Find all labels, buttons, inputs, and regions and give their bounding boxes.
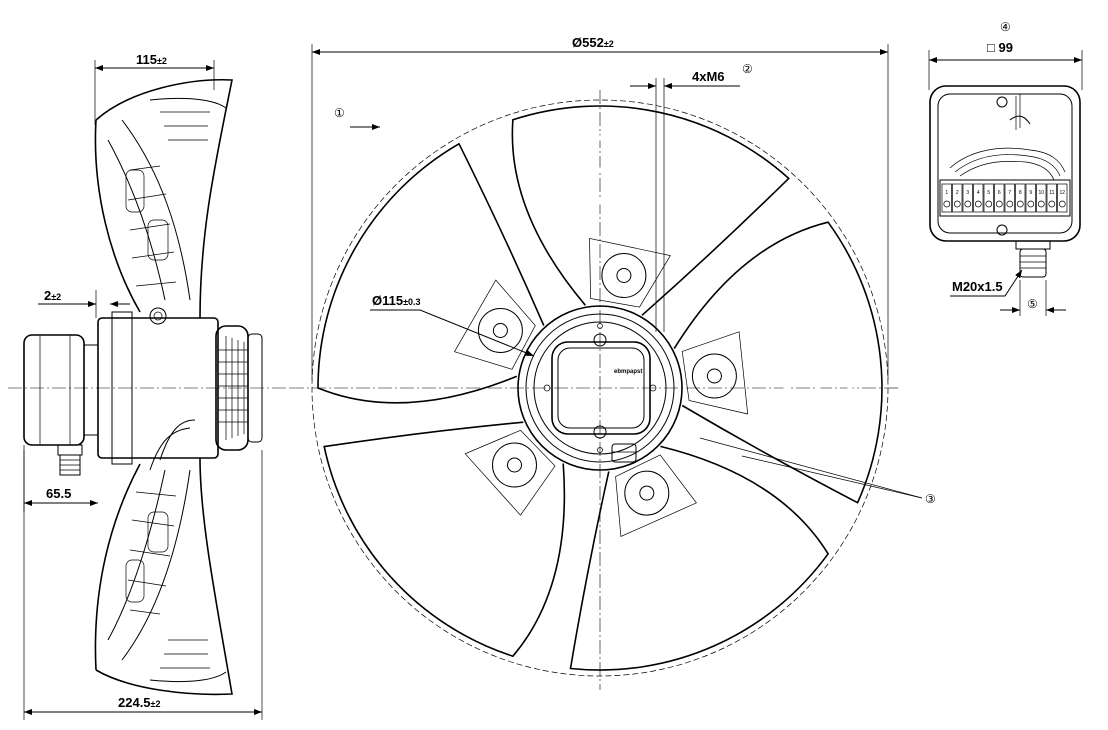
dim-tolerance: ±2 — [151, 699, 161, 709]
hub-logo: ebmpapst — [614, 369, 642, 375]
dim-label: Ø115 — [372, 293, 403, 308]
terminal-box-outline — [929, 85, 1081, 242]
dim-label: 4xM6 — [692, 69, 725, 84]
terminal-number: 9 — [1029, 190, 1032, 196]
airflow-arrow: ① — [334, 106, 380, 130]
callout-holes: ② — [742, 62, 753, 76]
terminal-number: 2 — [956, 190, 959, 196]
terminal-number: 5 — [987, 190, 990, 196]
callout-airflow: ① — [334, 106, 345, 120]
fan-blade — [569, 445, 830, 671]
side-view: 115±2 2±2 65.5 224.5±2 — [8, 52, 290, 720]
svg-text:Ø115±0.3: Ø115±0.3 — [372, 293, 421, 308]
svg-text:224.5±2: 224.5±2 — [118, 695, 161, 710]
dim-cable-gland: M20x1.5 — [952, 279, 1003, 294]
dim-tolerance: ±2 — [604, 39, 614, 49]
terminal-number: 10 — [1039, 190, 1045, 196]
front-view: ebmpapst Ø552±2 4xM6 ② Ø115±0.3 — [290, 35, 936, 690]
fan-blade — [673, 221, 883, 504]
dim-label: Ø552 — [572, 35, 604, 50]
dim-side-offset: 2±2 — [38, 288, 130, 318]
fan-blade — [511, 105, 790, 316]
terminal-strip — [939, 179, 1071, 217]
terminal-cell: 7 — [1004, 183, 1015, 213]
side-blade-upper — [94, 78, 233, 325]
dim-label: 2 — [44, 288, 51, 303]
dim-mount-holes: 4xM6 ② — [630, 62, 753, 332]
dim-side-total: 224.5±2 — [23, 450, 263, 720]
terminal-number: 12 — [1060, 190, 1066, 196]
terminal-number: 11 — [1049, 190, 1054, 196]
side-terminal-box — [23, 334, 85, 446]
dim-side-depth: 115±2 — [94, 52, 215, 125]
terminal-number: 3 — [966, 190, 969, 196]
terminal-number: 7 — [1008, 190, 1011, 196]
dim-label: 65.5 — [46, 486, 71, 501]
dim-fan-diameter: Ø552±2 — [311, 35, 889, 380]
callout-weights-leader: ③ — [699, 437, 936, 506]
fan-envelope-circle — [311, 99, 889, 677]
terminal-cell: 10 — [1036, 183, 1047, 213]
dim-tolerance: ±0.3 — [403, 297, 420, 307]
terminal-cell: 1 — [941, 183, 952, 213]
terminal-cell: 6 — [994, 183, 1005, 213]
dim-tolerance: ±2 — [157, 56, 167, 66]
terminal-cell: 11 — [1046, 183, 1057, 213]
fan-blade — [323, 421, 566, 658]
dim-hub-diameter: Ø115±0.3 — [370, 293, 535, 357]
terminal-box-gland — [1015, 240, 1051, 278]
dim-tolerance: ±2 — [51, 292, 61, 302]
svg-text:2±2: 2±2 — [44, 288, 61, 303]
side-cable-gland — [57, 444, 83, 476]
callout-gland: ⑤ — [1027, 297, 1038, 311]
callout-weights: ③ — [925, 492, 936, 506]
terminal-cell: 2 — [952, 183, 963, 213]
terminal-cell: 4 — [973, 183, 984, 213]
terminal-cell: 9 — [1025, 183, 1036, 213]
fan-blade — [317, 142, 545, 404]
svg-text:115±2: 115±2 — [136, 52, 167, 67]
svg-text:Ø552±2: Ø552±2 — [572, 35, 614, 50]
terminal-number: 4 — [977, 190, 980, 196]
dim-box-size: □ 99 — [987, 40, 1013, 55]
terminal-cell: 3 — [962, 183, 973, 213]
side-motor — [97, 311, 263, 465]
dim-label: 115 — [136, 52, 157, 67]
fan-hub: ebmpapst — [517, 305, 683, 471]
terminal-cell: 12 — [1057, 183, 1068, 213]
terminal-cell: 5 — [983, 183, 994, 213]
terminal-number: 8 — [1019, 190, 1022, 196]
fan-blades — [317, 105, 883, 671]
terminal-cell: 8 — [1015, 183, 1026, 213]
dim-label: 224.5 — [118, 695, 151, 710]
side-blade-lower — [94, 419, 233, 696]
callout-box: ④ — [1000, 20, 1011, 34]
terminal-number: 1 — [945, 190, 948, 196]
terminal-number: 6 — [998, 190, 1001, 196]
